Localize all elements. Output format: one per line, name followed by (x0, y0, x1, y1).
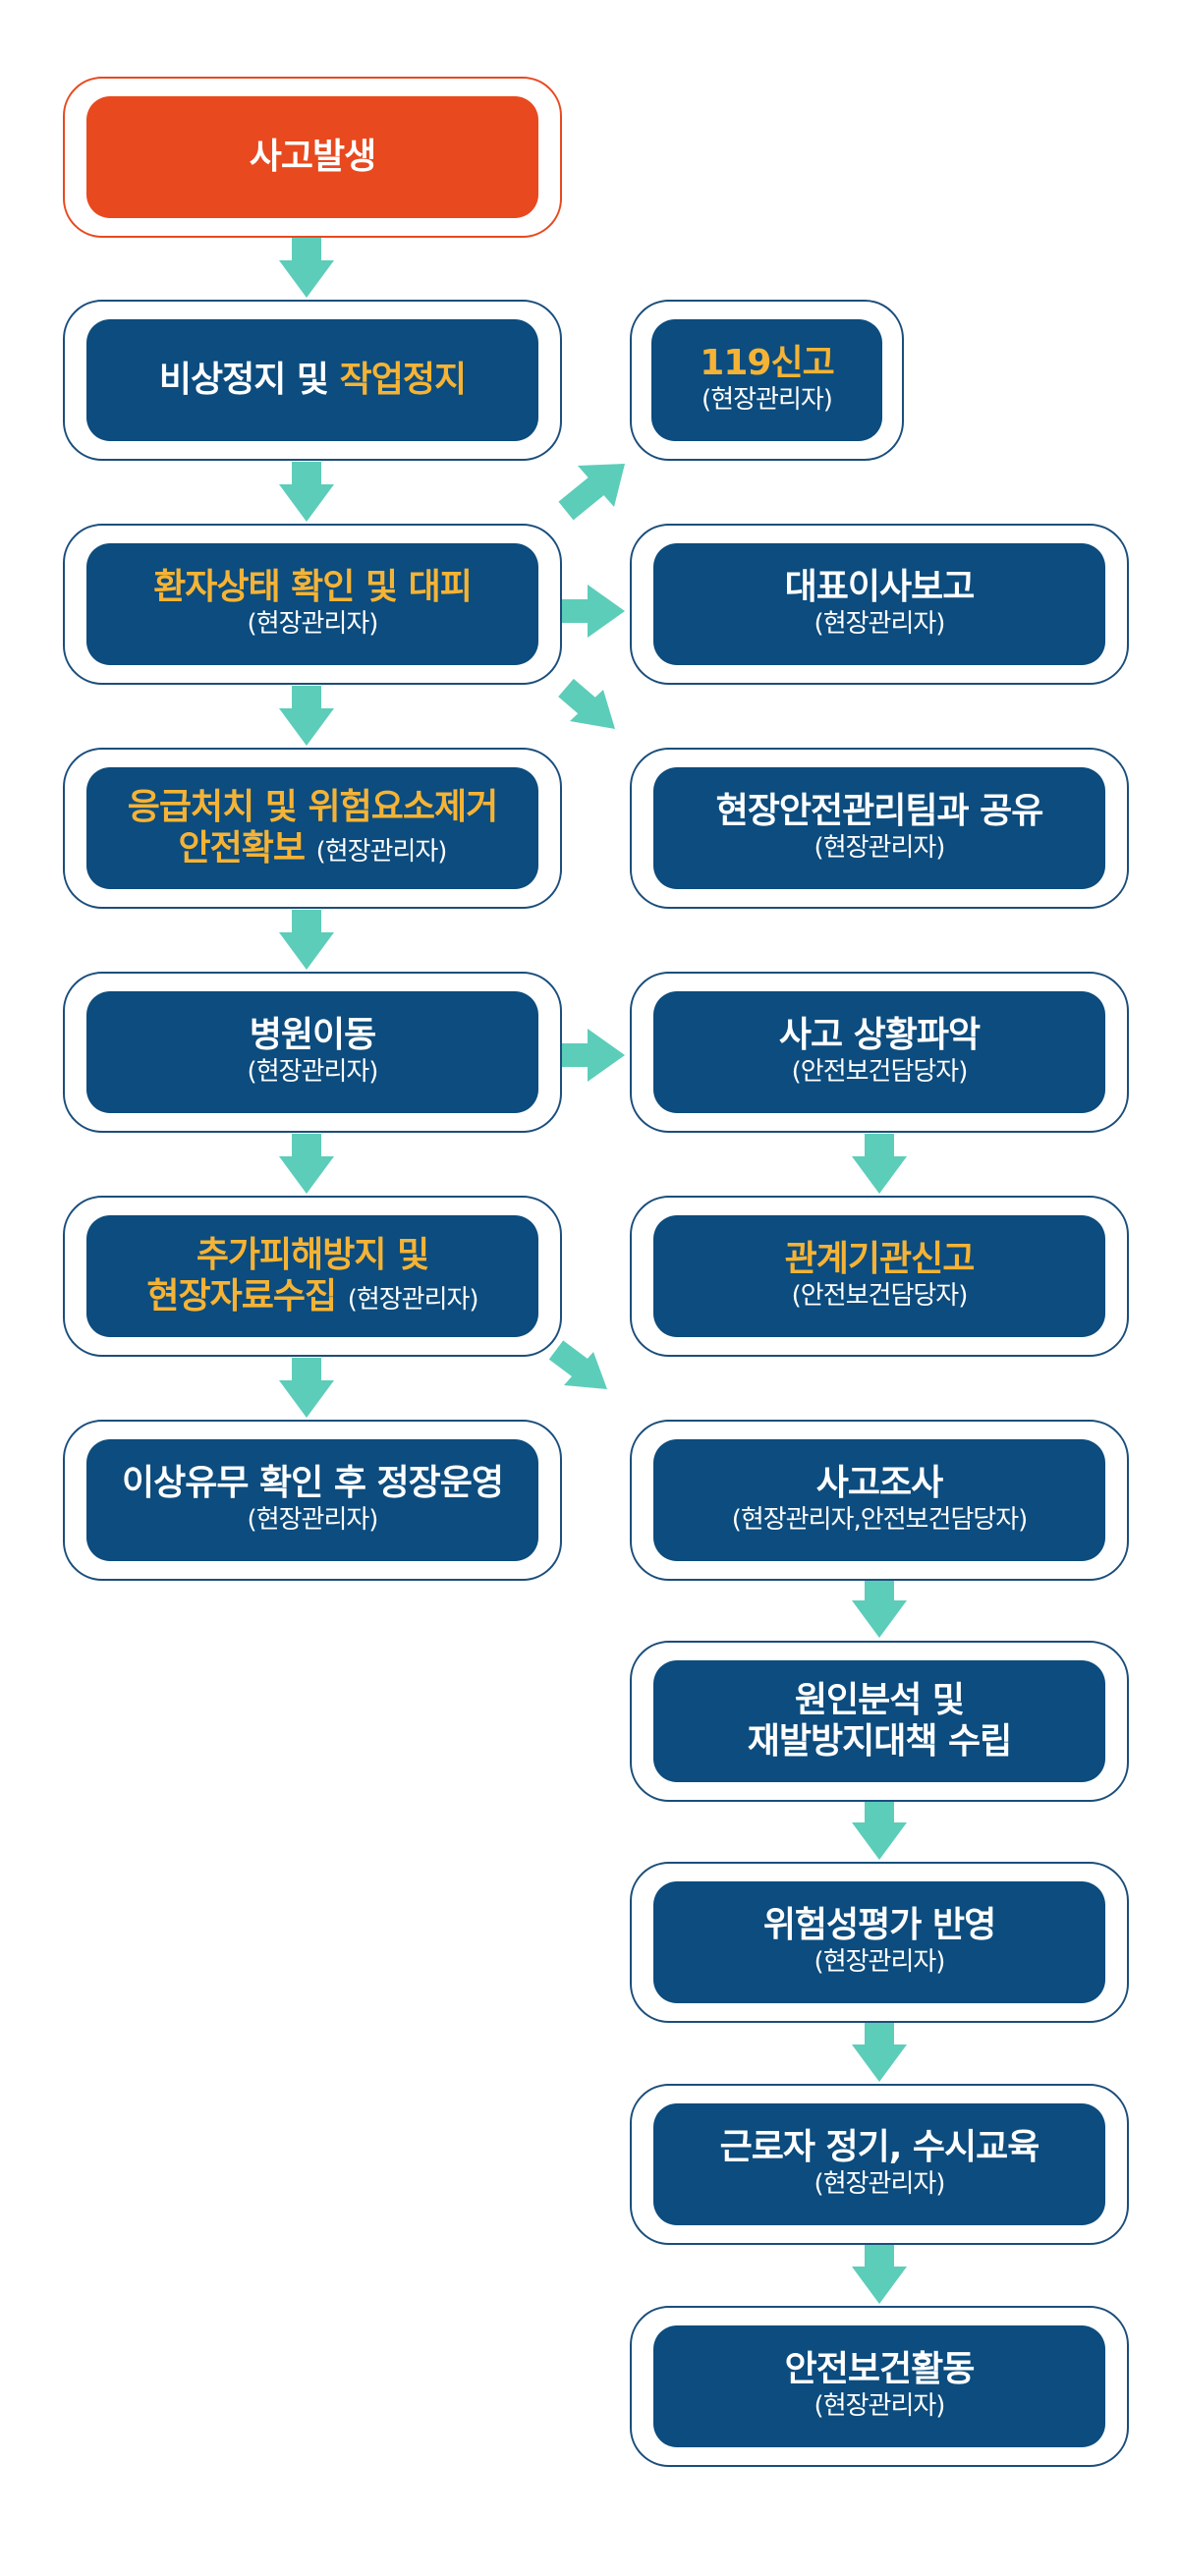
node-education: 근로자 정기, 수시교육 (현장관리자) (630, 2084, 1129, 2245)
node-education-sub: (현장관리자) (814, 2169, 946, 2200)
node-prevent-damage-line2: 현장자료수집 (146, 1276, 337, 1316)
node-resume: 이상유무 확인 후 정장운영 (현장관리자) (63, 1420, 562, 1581)
node-hospital-sub: (현장관리자) (247, 1057, 379, 1088)
node-team-share-box: 현장안전관리팀과 공유 (현장관리자) (653, 767, 1105, 889)
arrow-down-4 (279, 910, 334, 970)
arrow-down-r1 (852, 1134, 907, 1194)
node-safety-activity-box: 안전보건활동 (현장관리자) (653, 2325, 1105, 2447)
node-patient-check-sub: (현장관리자) (247, 609, 379, 640)
arrow-down-r5 (852, 2244, 907, 2304)
node-resume-box: 이상유무 확인 후 정장운영 (현장관리자) (86, 1439, 538, 1561)
arrow-right-situation (562, 1029, 625, 1082)
node-call-119-title: 119신고 (700, 342, 834, 383)
node-situation-title: 사고 상황파악 (778, 1014, 981, 1055)
node-emergency-stop-title-b: 작업정지 (339, 359, 467, 400)
node-first-aid-line2-row: 안전확보 (현장관리자) (178, 828, 448, 869)
node-safety-activity-title: 안전보건활동 (784, 2348, 976, 2389)
node-agency-report-box: 관계기관신고 (안전보건담당자) (653, 1215, 1105, 1337)
node-ceo-report: 대표이사보고 (현장관리자) (630, 524, 1129, 685)
node-safety-activity-sub: (현장관리자) (814, 2391, 946, 2422)
node-risk-assessment-box: 위험성평가 반영 (현장관리자) (653, 1881, 1105, 2003)
node-prevent-damage-line1: 추가피해방지 및 (196, 1234, 429, 1275)
node-call-119-sub: (현장관리자) (702, 385, 833, 416)
node-resume-sub: (현장관리자) (247, 1505, 379, 1536)
arrow-right-ceo (562, 585, 625, 638)
node-ceo-report-title: 대표이사보고 (784, 566, 976, 607)
node-team-share-sub: (현장관리자) (814, 833, 946, 864)
node-emergency-stop-box: 비상정지 및 작업정지 (86, 319, 538, 441)
node-situation-box: 사고 상황파악 (안전보건담당자) (653, 991, 1105, 1113)
node-prevent-damage-line2-row: 현장자료수집 (현장관리자) (146, 1276, 479, 1317)
node-call-119-box: 119신고 (현장관리자) (651, 319, 882, 441)
node-education-box: 근로자 정기, 수시교육 (현장관리자) (653, 2103, 1105, 2225)
node-patient-check: 환자상태 확인 및 대피 (현장관리자) (63, 524, 562, 685)
node-safety-activity: 안전보건활동 (현장관리자) (630, 2306, 1129, 2467)
arrow-down-r3 (852, 1800, 907, 1860)
node-ceo-report-sub: (현장관리자) (814, 609, 946, 640)
node-investigation-sub: (현장관리자,안전보건담당자) (731, 1505, 1029, 1536)
node-first-aid-line1: 응급처치 및 위험요소제거 (127, 786, 498, 827)
node-patient-check-box: 환자상태 확인 및 대피 (현장관리자) (86, 543, 538, 665)
node-patient-check-title: 환자상태 확인 및 대피 (153, 566, 473, 607)
node-hospital: 병원이동 (현장관리자) (63, 972, 562, 1133)
arrow-diag-119 (558, 476, 605, 521)
node-team-share: 현장안전관리팀과 공유 (현장관리자) (630, 748, 1129, 909)
node-emergency-stop-title-a: 비상정지 및 (158, 359, 340, 400)
node-emergency-stop: 비상정지 및 작업정지 (63, 300, 562, 461)
arrow-down-r4 (852, 2022, 907, 2082)
node-risk-assessment-title: 위험성평가 반영 (762, 1904, 996, 1945)
node-agency-report-title: 관계기관신고 (784, 1238, 976, 1279)
node-ceo-report-box: 대표이사보고 (현장관리자) (653, 543, 1105, 665)
node-accident-title: 사고발생 (249, 136, 376, 177)
node-risk-assessment-sub: (현장관리자) (814, 1947, 946, 1978)
node-first-aid: 응급처치 및 위험요소제거 안전확보 (현장관리자) (63, 748, 562, 909)
node-resume-title: 이상유무 확인 후 정장운영 (122, 1462, 504, 1503)
node-accident-box: 사고발생 (86, 96, 538, 218)
node-situation: 사고 상황파악 (안전보건담당자) (630, 972, 1129, 1133)
node-cause-analysis-line2: 재발방지대책 수립 (747, 1721, 1012, 1762)
node-situation-sub: (안전보건담당자) (791, 1057, 969, 1088)
node-first-aid-box: 응급처치 및 위험요소제거 안전확보 (현장관리자) (86, 767, 538, 889)
node-first-aid-sub: (현장관리자) (315, 837, 448, 867)
arrow-down-3 (279, 686, 334, 746)
node-accident: 사고발생 (63, 77, 562, 238)
node-investigation-box: 사고조사 (현장관리자,안전보건담당자) (653, 1439, 1105, 1561)
node-cause-analysis: 원인분석 및 재발방지대책 수립 (630, 1641, 1129, 1802)
arrow-down-2 (279, 462, 334, 522)
node-agency-report-sub: (안전보건담당자) (791, 1281, 969, 1312)
arrow-down-6 (279, 1358, 334, 1418)
arrow-down-5 (279, 1134, 334, 1194)
arrow-down-1 (279, 238, 334, 298)
node-first-aid-line2: 안전확보 (178, 828, 306, 868)
node-investigation: 사고조사 (현장관리자,안전보건담당자) (630, 1420, 1129, 1581)
node-agency-report: 관계기관신고 (안전보건담당자) (630, 1196, 1129, 1357)
arrow-down-r2 (852, 1578, 907, 1638)
node-hospital-title: 병원이동 (249, 1014, 376, 1055)
node-emergency-stop-title: 비상정지 및 작업정지 (158, 359, 467, 401)
node-prevent-damage-box: 추가피해방지 및 현장자료수집 (현장관리자) (86, 1215, 538, 1337)
node-education-title: 근로자 정기, 수시교육 (719, 2126, 1040, 2167)
node-team-share-title: 현장안전관리팀과 공유 (715, 790, 1044, 831)
node-cause-analysis-box: 원인분석 및 재발방지대책 수립 (653, 1660, 1105, 1782)
node-call-119: 119신고 (현장관리자) (630, 300, 904, 461)
node-risk-assessment: 위험성평가 반영 (현장관리자) (630, 1862, 1129, 2023)
node-hospital-box: 병원이동 (현장관리자) (86, 991, 538, 1113)
node-cause-analysis-line1: 원인분석 및 (794, 1679, 965, 1720)
node-prevent-damage: 추가피해방지 및 현장자료수집 (현장관리자) (63, 1196, 562, 1357)
node-investigation-title: 사고조사 (815, 1462, 943, 1503)
node-prevent-damage-sub: (현장관리자) (347, 1285, 479, 1315)
